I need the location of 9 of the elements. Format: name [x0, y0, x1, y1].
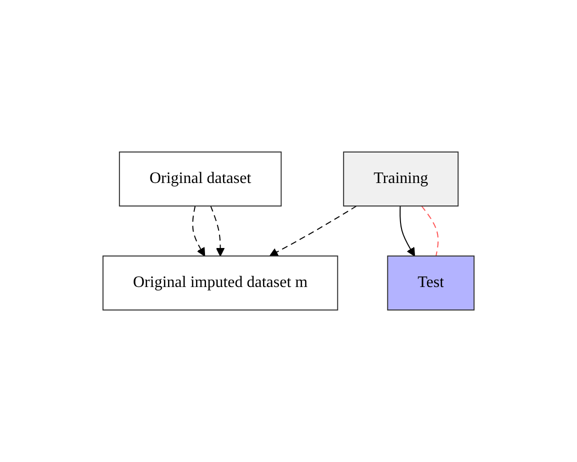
node-box: Original imputed dataset m [102, 256, 338, 310]
arrow [269, 206, 358, 256]
arrow [192, 206, 206, 256]
node-box: Test [387, 256, 475, 310]
node-box: Original dataset [118, 152, 282, 206]
node-box: Training [343, 152, 459, 206]
arrow [210, 206, 225, 256]
connector [421, 206, 439, 256]
arrow [400, 206, 416, 256]
